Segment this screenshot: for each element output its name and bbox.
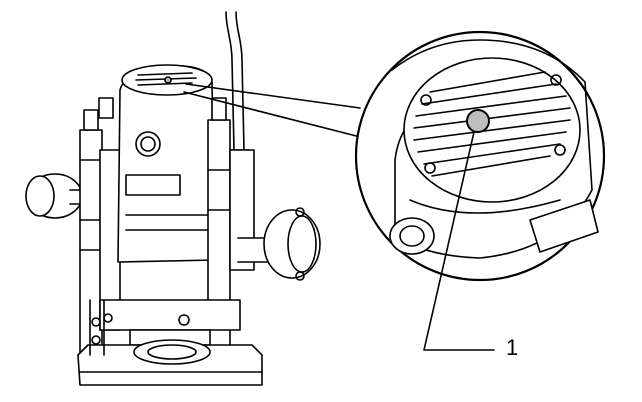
right-handle-knob: [237, 207, 321, 281]
router-base: [77, 299, 263, 386]
motor-housing: [117, 64, 216, 263]
callout-1-label: 1: [506, 335, 519, 360]
left-column: [79, 97, 121, 361]
magnify-leader-lines: [183, 83, 373, 141]
highlighted-part-1: [466, 109, 490, 133]
magnified-detail-view: [354, 30, 606, 282]
callout-1-leader: [423, 131, 495, 351]
